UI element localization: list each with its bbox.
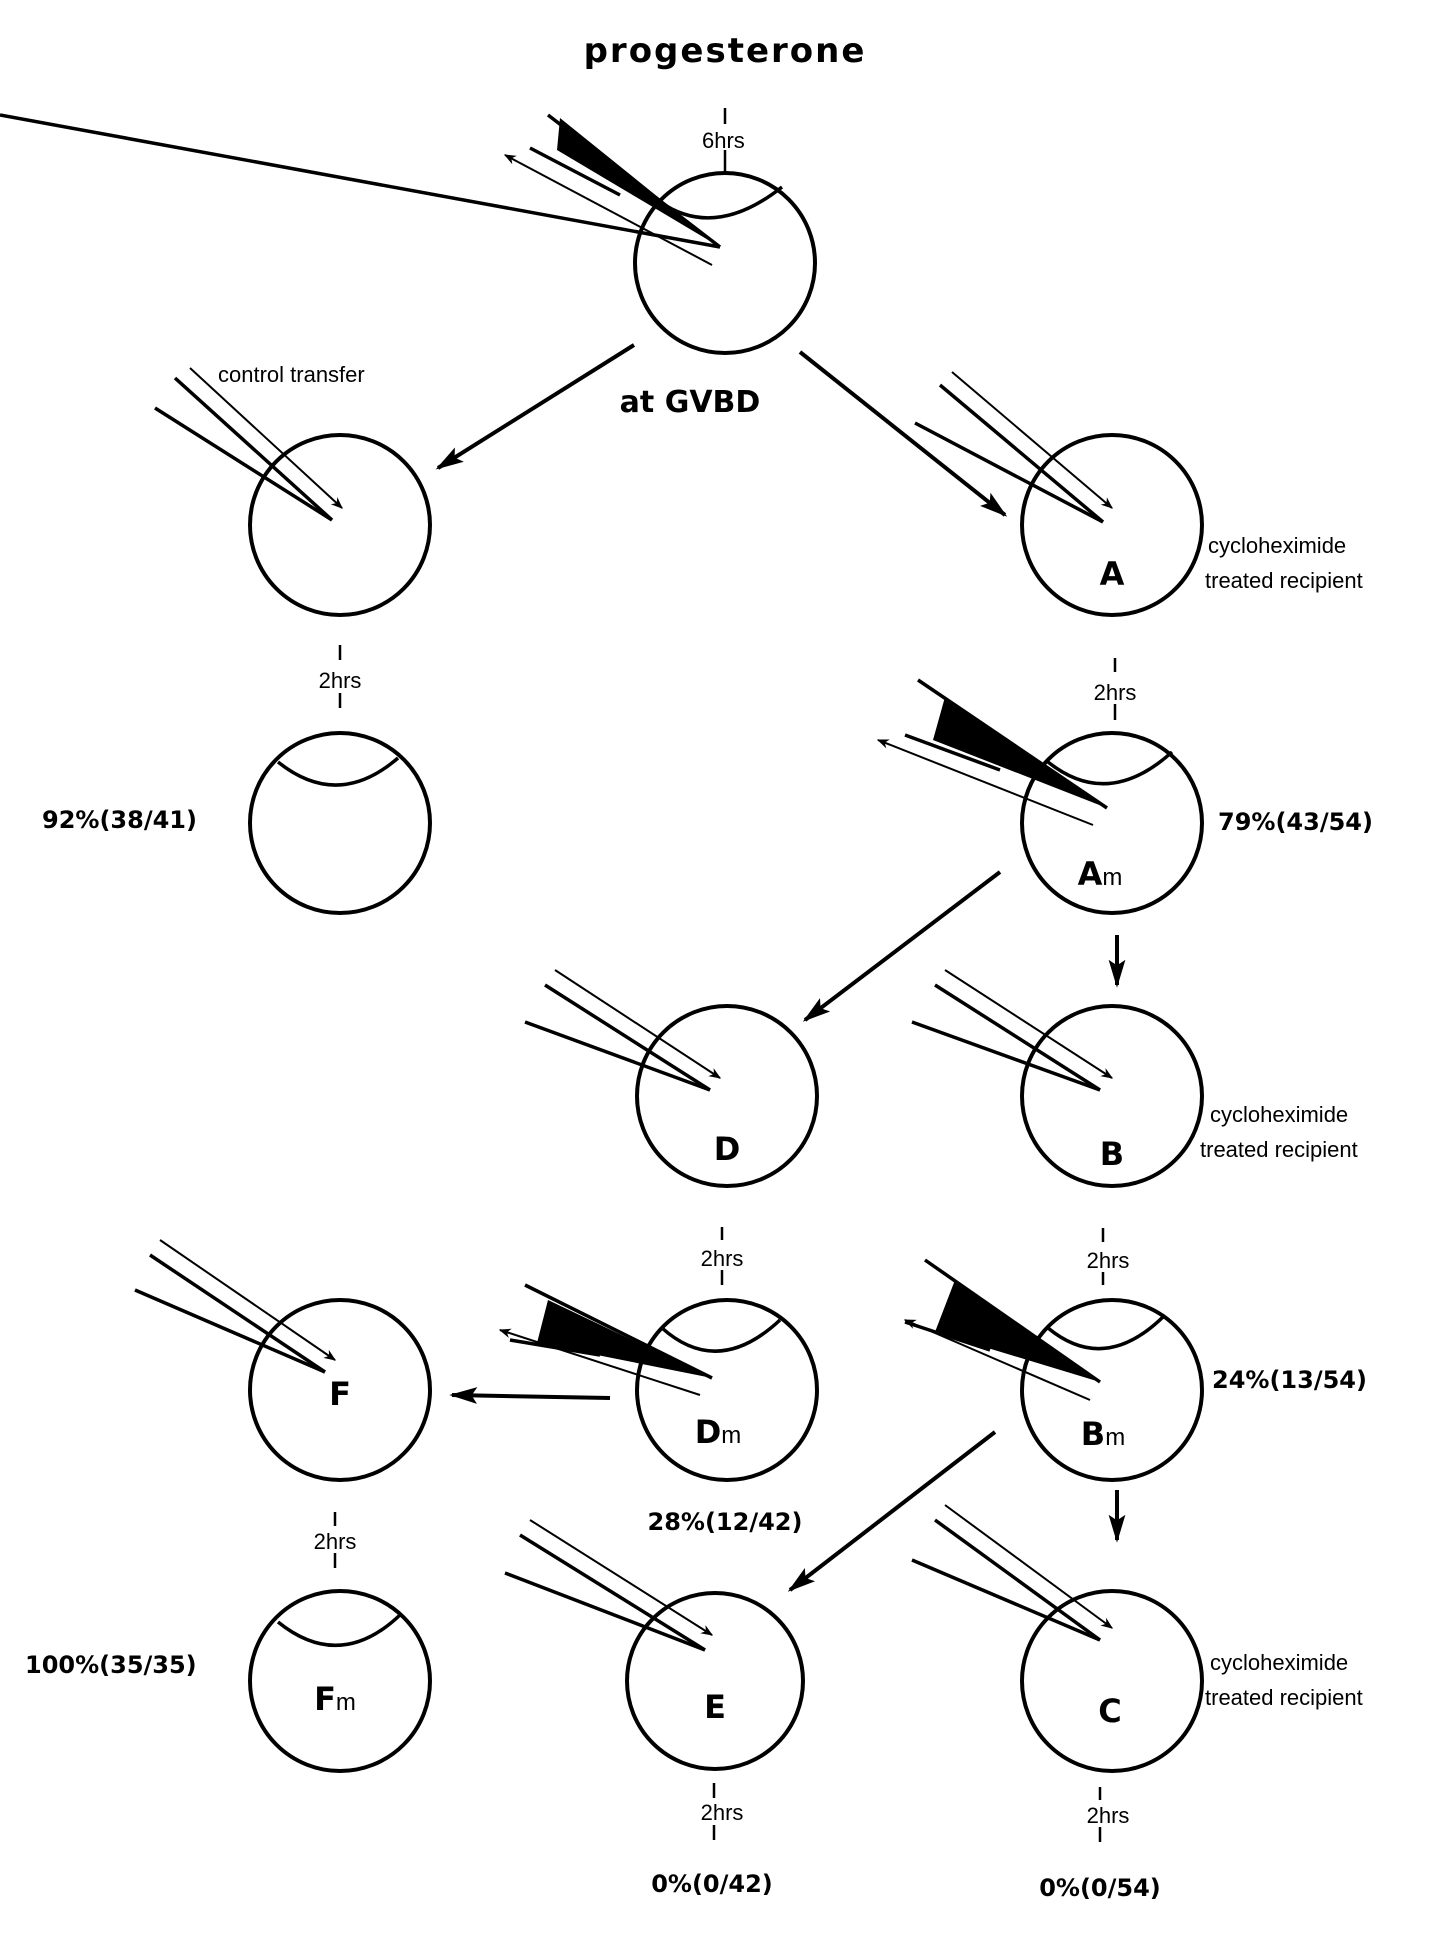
arrow-to-control	[435, 343, 636, 470]
oocyte-Am-result: 79%(43/54)	[1218, 808, 1373, 836]
recipient-note-line1: cycloheximide	[1210, 1102, 1348, 1127]
oocyte-E-group: E 2hrs 0%(0/42)	[504, 1519, 805, 1898]
arrow-Bm-to-E	[787, 1430, 997, 1592]
oocyte-Dm	[635, 1298, 819, 1482]
control-interval-label: 2hrs	[319, 668, 362, 693]
oocyte-C-result: 0%(0/54)	[1039, 1874, 1161, 1902]
cytoplasm-injection-pipette-icon	[154, 367, 343, 522]
oocyte-A	[1020, 433, 1204, 617]
donor-interval-label: 6hrs	[702, 128, 745, 153]
oocyte-Bm-result: 24%(13/54)	[1212, 1366, 1367, 1394]
oocyte-Fm-result: 100%(35/35)	[25, 1651, 197, 1679]
donor-stage-label: at GVBD	[620, 385, 761, 420]
donor-oocyte	[633, 171, 817, 355]
oocyte-E-label: E	[704, 1688, 726, 1726]
interval-D-Dm: 2hrs	[701, 1246, 744, 1271]
interval-F-Fm: 2hrs	[314, 1529, 357, 1554]
interval-C-after: 2hrs	[1087, 1803, 1130, 1828]
oocyte-Bm-group: Bm 24%(13/54)	[903, 1258, 1367, 1482]
oocyte-C-group: C cycloheximide treated recipient 2hrs 0…	[911, 1504, 1363, 1902]
arrow-Dm-to-F	[449, 1387, 611, 1404]
cytoplasm-injection-pipette-icon	[914, 371, 1113, 524]
control-recipient-oocyte	[248, 433, 432, 617]
cytoplasm-injection-pipette-icon	[134, 1239, 336, 1374]
maturation-spot-icon	[276, 756, 400, 787]
cytoplasm-injection-pipette-icon	[504, 1519, 714, 1652]
arrow-Am-to-D	[802, 870, 1002, 1022]
control-result-oocyte	[248, 731, 432, 915]
interval-B-Bm: 2hrs	[1087, 1248, 1130, 1273]
oocyte-D-label: D	[714, 1130, 741, 1168]
oocyte-Am-group: Am 79%(43/54)	[876, 678, 1373, 915]
recipient-note-line2: treated recipient	[1200, 1137, 1358, 1162]
recipient-note-line2: treated recipient	[1205, 568, 1363, 593]
oocyte-A-label: A	[1100, 555, 1125, 593]
cytoplasm-withdrawal-pipette-icon	[876, 678, 1108, 826]
oocyte-B	[1020, 1004, 1204, 1188]
oocyte-Dm-result: 28%(12/42)	[648, 1508, 803, 1536]
cytoplasm-injection-pipette-icon	[524, 969, 722, 1092]
oocyte-Dm-label: Dm	[695, 1413, 742, 1451]
oocyte-Fm-label: Fm	[314, 1680, 356, 1718]
oocyte-A-group: A cycloheximide treated recipient	[914, 371, 1363, 617]
arrow-to-A	[798, 350, 1008, 517]
oocyte-F	[248, 1298, 432, 1482]
maturation-spot-icon	[276, 1613, 402, 1648]
interval-A-Am: 2hrs	[1094, 680, 1137, 705]
maturation-spot-icon	[1046, 750, 1174, 786]
oocyte-D-group: D	[524, 969, 819, 1188]
maturation-spot-icon	[1046, 1313, 1167, 1351]
oocyte-Fm-group: Fm 100%(35/35)	[25, 1589, 432, 1773]
cytoplasm-withdrawal-pipette-icon	[498, 1283, 713, 1396]
oocyte-Am-label: Am	[1078, 855, 1123, 893]
oocyte-E-result: 0%(0/42)	[651, 1870, 773, 1898]
oocyte-D	[635, 1004, 819, 1188]
maturation-spot-icon	[660, 1318, 782, 1353]
cytoplasm-withdrawal-pipette-icon	[903, 1258, 1102, 1401]
recipient-note-line1: cycloheximide	[1210, 1650, 1348, 1675]
oocyte-Am	[1020, 731, 1204, 915]
oocyte-Fm	[248, 1589, 432, 1773]
oocyte-Dm-group: Dm 28%(12/42)	[498, 1283, 819, 1536]
control-result-value: 92%(38/41)	[42, 806, 197, 834]
control-transfer-group: control transfer 2hrs 92%(38/41)	[42, 362, 432, 915]
diagram-title: progesterone	[584, 31, 867, 71]
oocyte-B-label: B	[1100, 1135, 1124, 1173]
control-transfer-label: control transfer	[218, 362, 365, 387]
cytoplasm-injection-pipette-icon	[911, 969, 1114, 1092]
donor-oocyte-group: 6hrs at GVBD	[0, 108, 817, 420]
oocyte-B-group: B cycloheximide treated recipient	[911, 969, 1358, 1188]
oocyte-F-group: F	[134, 1239, 432, 1482]
interval-E-after: 2hrs	[701, 1800, 744, 1825]
cytoplasm-injection-pipette-icon	[911, 1504, 1113, 1642]
cytoplasm-withdrawal-pipette-icon	[0, 113, 722, 266]
oocyte-Bm	[1020, 1298, 1204, 1482]
oocyte-Bm-label: Bm	[1081, 1415, 1125, 1453]
recipient-note-line1: cycloheximide	[1208, 533, 1346, 558]
recipient-note-line2: treated recipient	[1205, 1685, 1363, 1710]
oocyte-E	[625, 1591, 805, 1771]
oocyte-C-label: C	[1098, 1692, 1121, 1730]
oocyte-C	[1020, 1589, 1204, 1773]
oocyte-F-label: F	[329, 1375, 351, 1413]
